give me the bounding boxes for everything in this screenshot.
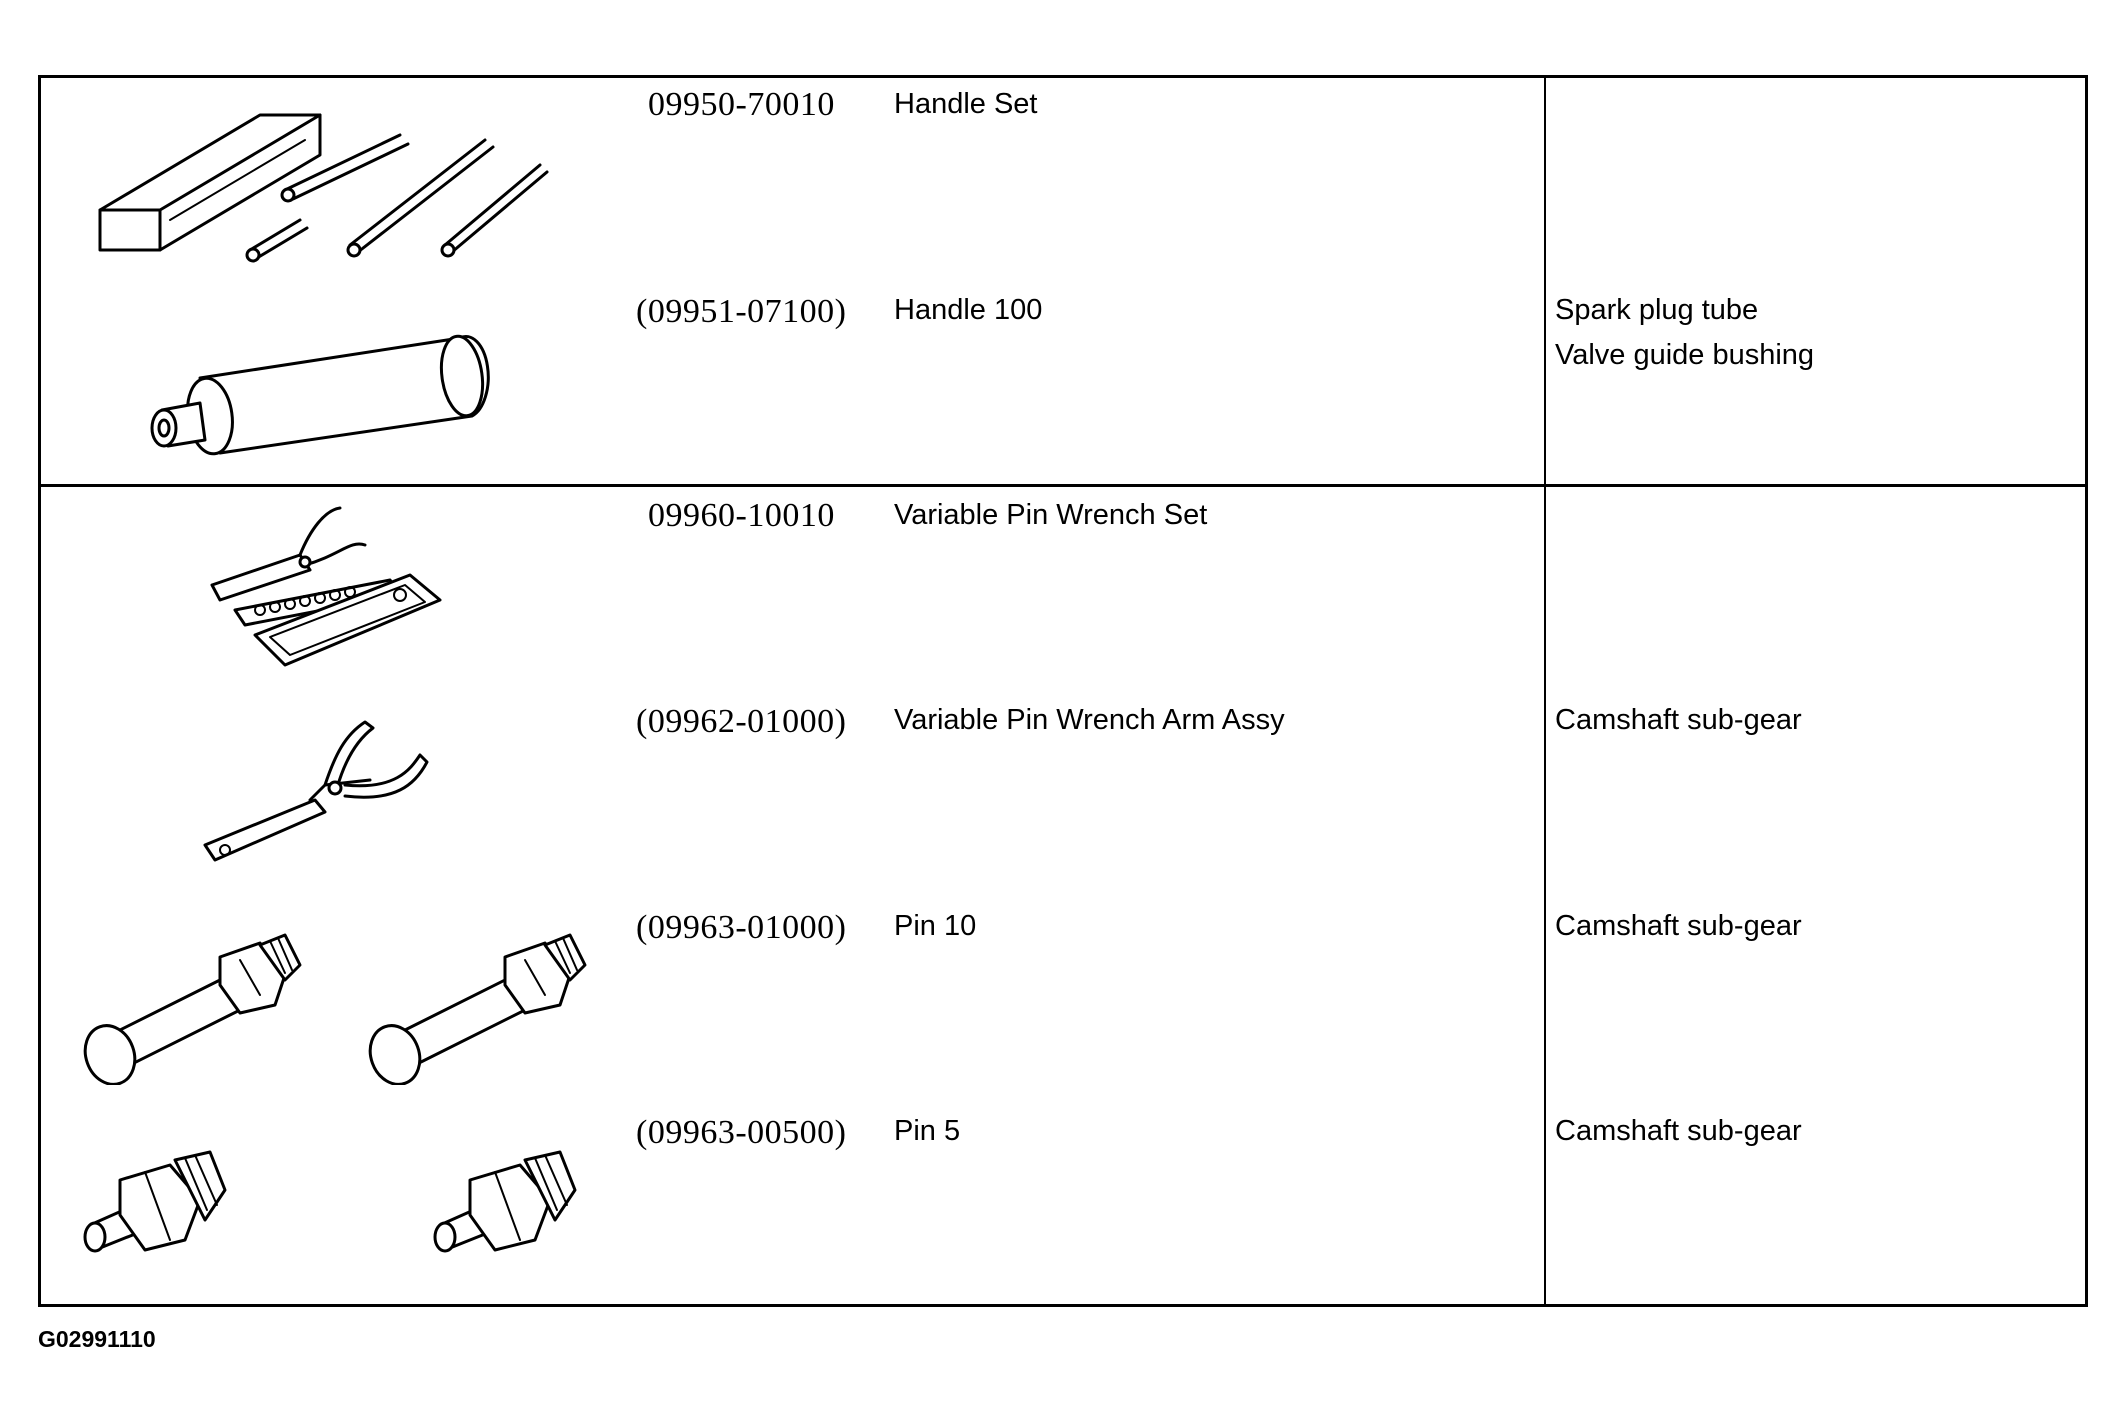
usage-line: Camshaft sub-gear	[1555, 1115, 1802, 1147]
tool-name: Variable Pin Wrench Set	[894, 499, 1208, 531]
usage-line: Camshaft sub-gear	[1555, 910, 1802, 942]
part-number: (09963-00500)	[636, 1114, 847, 1151]
part-number: (09962-01000)	[636, 703, 847, 740]
tool-usage: Camshaft sub-gear	[1555, 910, 1802, 943]
pin-wrench-set-icon	[200, 500, 460, 680]
tool-usage: Spark plug tube Valve guide bushing	[1555, 294, 1814, 372]
tool-table-frame	[38, 75, 2088, 1307]
tool-name: Handle Set	[894, 88, 1038, 120]
row-divider	[38, 484, 2088, 487]
pin-10-icon	[70, 915, 590, 1085]
column-divider	[1544, 75, 1546, 1307]
tool-name: Pin 5	[894, 1115, 961, 1147]
usage-line: Camshaft sub-gear	[1555, 704, 1802, 736]
pin-5-icon	[75, 1130, 595, 1270]
usage-line: Spark plug tube	[1555, 294, 1759, 326]
tool-name: Variable Pin Wrench Arm Assy	[894, 704, 1285, 736]
part-number: (09963-01000)	[636, 909, 847, 946]
part-number: 09960-10010	[648, 497, 835, 534]
pin-wrench-arm-icon	[195, 710, 445, 880]
tool-name: Pin 10	[894, 910, 977, 942]
part-number: (09951-07100)	[636, 293, 847, 330]
handle-100-icon	[140, 318, 490, 458]
figure-id: G02991110	[38, 1326, 156, 1352]
tool-name: Handle 100	[894, 294, 1043, 326]
handle-set-icon	[90, 100, 560, 270]
usage-line: Valve guide bushing	[1555, 339, 1815, 371]
part-number: 09950-70010	[648, 86, 835, 123]
tool-usage: Camshaft sub-gear	[1555, 1115, 1802, 1148]
tool-usage: Camshaft sub-gear	[1555, 704, 1802, 737]
